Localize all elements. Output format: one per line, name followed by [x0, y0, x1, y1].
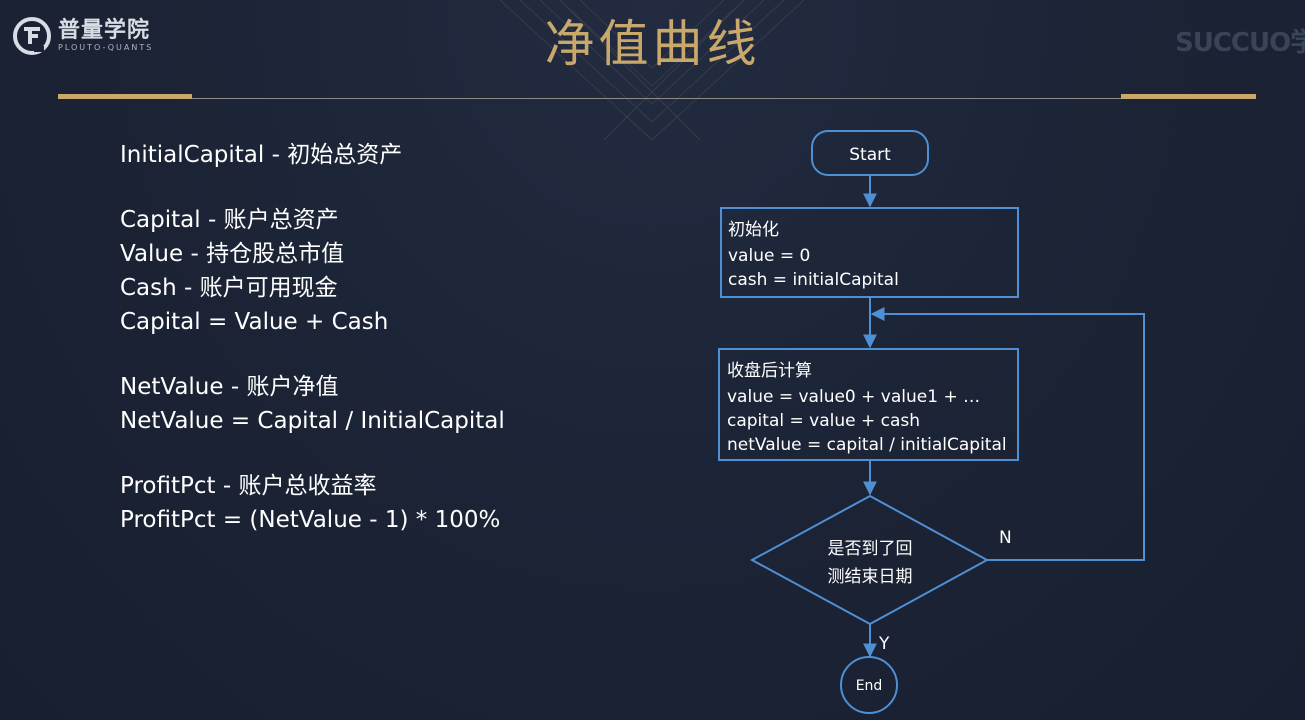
calc-line-1: value = value0 + value1 + … — [727, 387, 980, 407]
init-line-1: value = 0 — [728, 246, 810, 266]
definitions-list: InitialCapital - 初始总资产 Capital - 账户总资产 Val… — [120, 138, 680, 537]
definition-line: NetValue - 账户净值 — [120, 374, 339, 400]
calc-line-0: 收盘后计算 — [727, 361, 812, 381]
yes-branch-label: Y — [878, 634, 890, 654]
no-branch-label: N — [999, 528, 1012, 548]
init-line-0: 初始化 — [728, 220, 779, 240]
plouto-logo-icon — [13, 17, 51, 55]
definition-line: Capital - 账户总资产 — [120, 207, 339, 233]
definition-line: Value - 持仓股总市值 — [120, 241, 345, 267]
title-divider — [58, 98, 1256, 99]
definition-line: Cash - 账户可用现金 — [120, 275, 338, 301]
start-label: Start — [849, 145, 891, 165]
definition-line: InitialCapital - 初始总资产 — [120, 142, 403, 168]
calc-line-2: capital = value + cash — [727, 411, 920, 431]
title-divider-accent-left — [58, 94, 192, 99]
calc-line-3: netValue = capital / initialCapital — [727, 435, 1007, 455]
brand-name-cn: 普量学院 — [58, 18, 151, 43]
brand-logo: 普量学院 PLOUTO-QUANTS — [12, 16, 153, 56]
decision-node — [749, 494, 990, 626]
end-node — [840, 656, 898, 714]
calc-process-node — [718, 348, 1019, 461]
brand-name-en: PLOUTO-QUANTS — [58, 43, 154, 52]
decision-line-1: 测结束日期 — [828, 567, 913, 587]
definition-line: NetValue = Capital / InitialCapital — [120, 408, 505, 434]
definition-line: ProfitPct = (NetValue - 1) * 100% — [120, 507, 501, 533]
definition-line: ProfitPct - 账户总收益率 — [120, 473, 377, 499]
title-divider-accent-right — [1121, 94, 1256, 99]
connector-loop-back — [870, 307, 1145, 561]
init-line-2: cash = initialCapital — [728, 270, 899, 290]
definition-line: Capital = Value + Cash — [120, 309, 389, 335]
end-label: End — [856, 678, 883, 694]
brand-text: 普量学院 PLOUTO-QUANTS — [58, 19, 153, 53]
watermark: SUCCUO学院 — [1175, 28, 1305, 58]
slide-title: 净值曲线 — [544, 15, 761, 73]
title-decoration — [499, 0, 805, 141]
decision-line-0: 是否到了回 — [828, 539, 913, 559]
